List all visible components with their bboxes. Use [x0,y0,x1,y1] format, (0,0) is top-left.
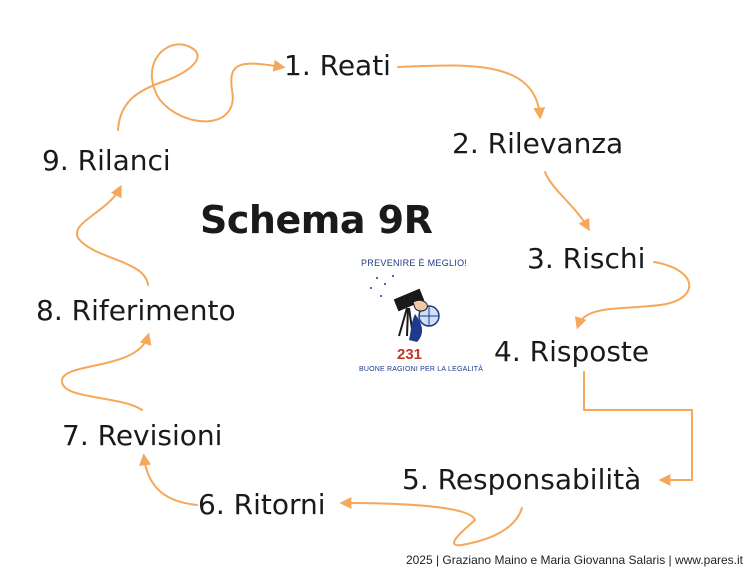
arrow-riferimento-rilanci [75,184,149,286]
step-reati: 1. Reati [284,49,391,82]
step-ritorni: 6. Ritorni [198,488,326,521]
arrow-revisioni-riferimento [60,332,152,411]
step-riferimento: 8. Riferimento [36,294,236,327]
diagram-title: Schema 9R [200,198,433,242]
arrow-ritorni-revisioni [139,453,198,506]
step-rischi: 3. Rischi [527,242,646,275]
arrow-reati-rilevanza [397,64,546,120]
telescope-icon [370,275,440,342]
step-responsabilita: 5. Responsabilità [402,463,642,496]
arrow-risposte-responsabilita [583,371,693,486]
logo-subtitle: BUONE RAGIONI PER LA LEGALITÀ [359,366,484,373]
arrow-responsabilita-ritorni [339,497,523,547]
arrow-rilanci-reati [117,43,286,131]
step-rilanci: 9. Rilanci [42,144,171,177]
logo-tagline: PREVENIRE È MEGLIO! [361,258,468,268]
step-risposte: 4. Risposte [494,335,650,368]
arrow-rischi-risposte [574,261,691,330]
arrow-rilevanza-rischi [544,171,590,232]
logo: PREVENIRE È MEGLIO! 231 BUONE RAGIONI PE… [355,252,483,382]
step-revisioni: 7. Revisioni [62,419,223,452]
logo-number: 231 [397,346,423,363]
footer-credits: 2025 | Graziano Maino e Maria Giovanna S… [405,553,743,567]
step-rilevanza: 2. Rilevanza [452,127,624,160]
